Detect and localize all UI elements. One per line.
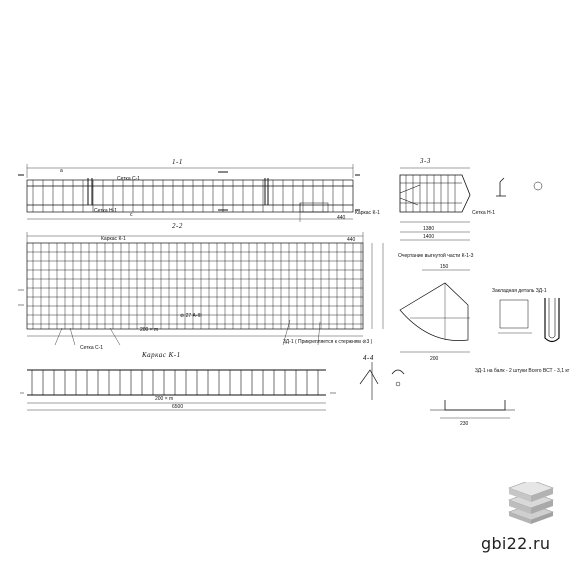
section-4-4 xyxy=(359,362,405,400)
dim-c: c xyxy=(130,212,133,218)
callout-karkas-k1: Каркас К-1 xyxy=(101,236,126,242)
embedded-part-title: Закладная деталь ЗД-1 xyxy=(492,288,547,294)
dim-200m-22: 200 × m xyxy=(140,327,158,333)
dim-1400: 1400 xyxy=(423,234,434,240)
section-1-1-title: 1-1 xyxy=(172,158,183,166)
note-27a3: ⊘ 27 А-III xyxy=(180,313,202,319)
section-4-4-title: 4-4 xyxy=(363,354,374,362)
embedded-part-zd1 xyxy=(498,298,560,343)
note-bent-profile: Очертание выгнутой части К-1-3 xyxy=(398,252,474,259)
section-2-2-title: 2-2 xyxy=(172,222,183,230)
section-3-3-title: 3-3 xyxy=(419,157,431,165)
bent-profile xyxy=(399,269,470,353)
dim-a: a xyxy=(60,168,63,174)
frame-k1 xyxy=(20,369,336,411)
embedded-part-note: 3Д-1 на балк - 2 штуки Всего ВСТ - 3,1 к… xyxy=(475,368,570,374)
section-3-3 xyxy=(399,167,543,241)
dim-200-ep: 200 xyxy=(430,356,439,362)
frame-k1-title: Каркас К-1 xyxy=(141,351,181,359)
callout-setka-n1-33: Сетка Н-1 xyxy=(472,210,495,216)
callout-setka-n1: Сетка Н-1 xyxy=(94,208,117,214)
dim-440: 440 xyxy=(337,215,346,221)
section-2-2 xyxy=(18,232,384,346)
section-1-1 xyxy=(18,164,360,222)
dim-150-ep: 150 xyxy=(440,264,449,270)
zd1-plan-detail xyxy=(430,400,515,419)
dim-440-22: 440 xyxy=(347,237,356,243)
layered-slabs-logo xyxy=(508,482,554,524)
callout-karkas: Каркас К-1 xyxy=(355,210,380,216)
dim-1380: 1380 xyxy=(423,226,434,232)
callout-zd1: 3Д-1 ( Прикрепляется к стержням ⊘3 ) xyxy=(283,339,373,345)
dim-230: 230 xyxy=(460,421,469,427)
callout-setka-c1: Сетка С-1 xyxy=(117,176,140,182)
dim-6500: 6500 xyxy=(172,404,183,410)
dim-200m-k1: 200 × m xyxy=(155,396,173,402)
site-watermark[interactable]: gbi22.ru xyxy=(481,534,551,553)
callout-setka-c1-22: Сетка С-1 xyxy=(80,345,103,351)
